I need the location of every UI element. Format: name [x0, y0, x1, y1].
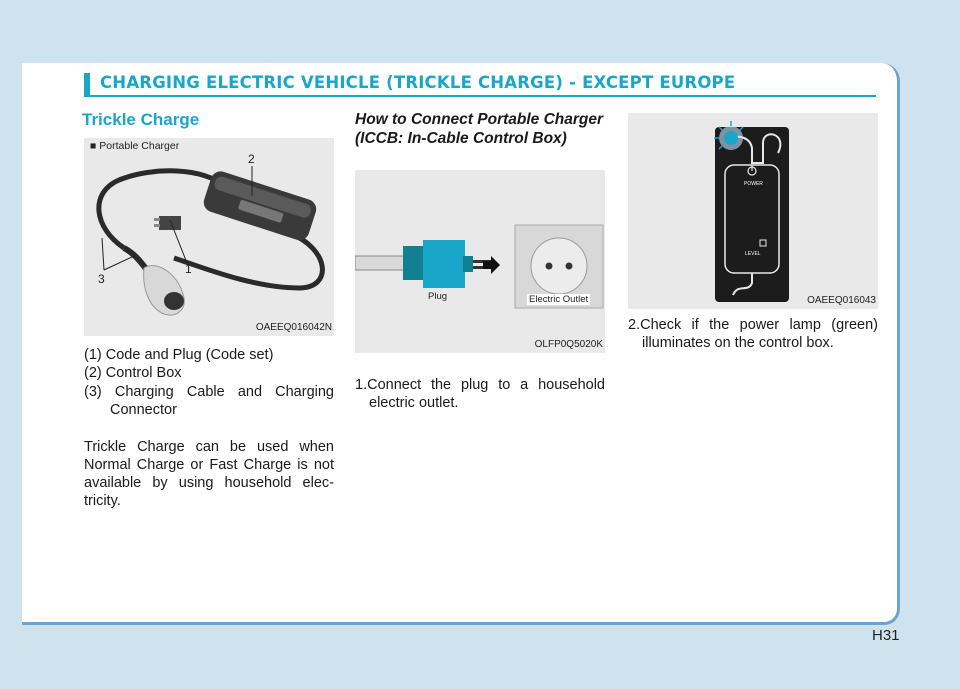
plug-outlet-figure: Plug Electric Outlet OLFP0Q5020K [355, 170, 605, 353]
callout-3: 3 [98, 272, 105, 286]
plug-outlet-illustration [355, 224, 604, 309]
trickle-charge-paragraph: Trickle Charge can be used when Normal C… [84, 439, 334, 509]
control-box-figure: POWER LEVEL OAEEQ016043 [628, 113, 878, 309]
how-to-connect-title: How to Connect Portable Charger (ICCB: I… [355, 111, 604, 147]
trickle-charge-title: Trickle Charge [82, 110, 200, 129]
figure-code-2: OLFP0Q5020K [534, 339, 603, 350]
list-item-control-box: (2) Control Box [84, 365, 182, 381]
header-rule [84, 95, 876, 97]
list-item-charging-cable: (3) Charging Cable and Charging Connecto… [84, 384, 334, 418]
callout-2: 2 [248, 152, 255, 166]
portable-charger-illustration [96, 166, 325, 316]
list-item-code-and-plug: (1) Code and Plug (Code set) [84, 347, 274, 363]
level-label: LEVEL [745, 251, 761, 257]
power-label: POWER [744, 181, 763, 187]
figure-code-3: OAEEQ016043 [807, 295, 876, 306]
step-2-text: 2.Check if the power lamp (green) illumi… [628, 317, 878, 351]
electric-outlet-label: Electric Outlet [527, 294, 591, 305]
step-1-text: 1.Connect the plug to a household electr… [355, 377, 605, 411]
control-box-illustration [714, 121, 789, 302]
portable-charger-caption: ■ Portable Charger [90, 140, 180, 152]
callout-1: 1 [185, 262, 192, 276]
section-header-title: CHARGING ELECTRIC VEHICLE (TRICKLE CHARG… [100, 73, 736, 92]
plug-label: Plug [428, 291, 448, 302]
portable-charger-figure: ■ Portable Charger 2 1 3 OAEEQ016042N [84, 138, 334, 336]
figure-code-1: OAEEQ016042N [255, 322, 332, 333]
page-number: H31 [872, 627, 900, 644]
header-accent-bar [84, 73, 90, 95]
